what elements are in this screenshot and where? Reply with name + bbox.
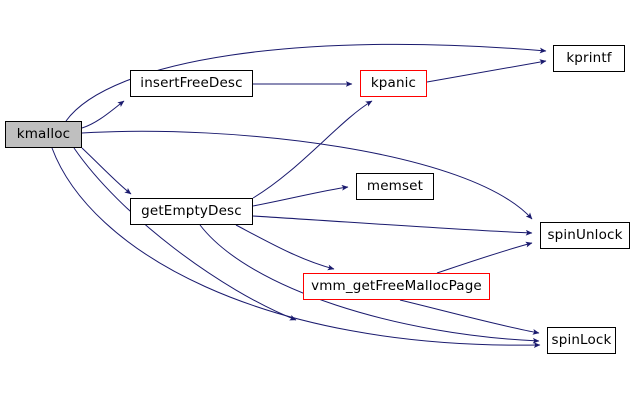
graph-node-label: kprintf bbox=[566, 49, 612, 66]
graph-edge-kmalloc-to-getEmptyDesc bbox=[81, 147, 132, 195]
graph-node-getEmptyDesc[interactable]: getEmptyDesc bbox=[130, 198, 253, 225]
graph-node-label: spinUnlock bbox=[547, 226, 623, 243]
graph-edge-kpanic-to-kprintf bbox=[426, 59, 547, 83]
graph-edge-getEmptyDesc-to-vmm_getFreeMallocPage bbox=[235, 224, 335, 271]
graph-node-label: memset bbox=[366, 177, 424, 194]
graph-node-kprintf[interactable]: kprintf bbox=[553, 45, 625, 72]
graph-edge-kmalloc-to-insertFreeDesc bbox=[81, 100, 125, 129]
graph-node-memset[interactable]: memset bbox=[356, 173, 434, 200]
graph-node-label: getEmptyDesc bbox=[141, 202, 242, 219]
graph-node-spinUnlock[interactable]: spinUnlock bbox=[540, 222, 630, 249]
graph-edge-kmalloc-to-spinLock bbox=[51, 147, 541, 349]
graph-edge-vmm_getFreeMallocPage-to-spinLock bbox=[399, 299, 540, 335]
graph-edge-kmalloc-to-kprintf bbox=[65, 43, 547, 122]
graph-edge-getEmptyDesc-to-spinUnlock bbox=[252, 215, 533, 236]
graph-edge-kmalloc-to-vmm_getFreeMallocPage bbox=[73, 147, 297, 321]
graph-node-label: kmalloc bbox=[16, 125, 71, 142]
graph-edge-getEmptyDesc-to-spinLock bbox=[199, 224, 540, 344]
graph-node-spinLock[interactable]: spinLock bbox=[547, 327, 616, 354]
graph-node-kpanic[interactable]: kpanic bbox=[360, 70, 427, 97]
graph-edge-vmm_getFreeMallocPage-to-spinUnlock bbox=[436, 241, 533, 274]
graph-node-label: insertFreeDesc bbox=[140, 74, 243, 91]
graph-node-insertFreeDesc[interactable]: insertFreeDesc bbox=[130, 70, 253, 97]
graph-edges bbox=[51, 43, 547, 349]
graph-node-vmm_getFreeMallocPage[interactable]: vmm_getFreeMallocPage bbox=[303, 273, 490, 300]
graph-edge-kmalloc-to-spinUnlock bbox=[81, 130, 533, 220]
graph-edge-getEmptyDesc-to-kpanic bbox=[252, 100, 373, 199]
graph-node-label: spinLock bbox=[551, 331, 612, 348]
graph-node-label: vmm_getFreeMallocPage bbox=[311, 277, 482, 294]
graph-node-label: kpanic bbox=[370, 74, 417, 91]
graph-node-kmalloc[interactable]: kmalloc bbox=[5, 121, 82, 148]
graph-edge-getEmptyDesc-to-memset bbox=[252, 184, 349, 207]
